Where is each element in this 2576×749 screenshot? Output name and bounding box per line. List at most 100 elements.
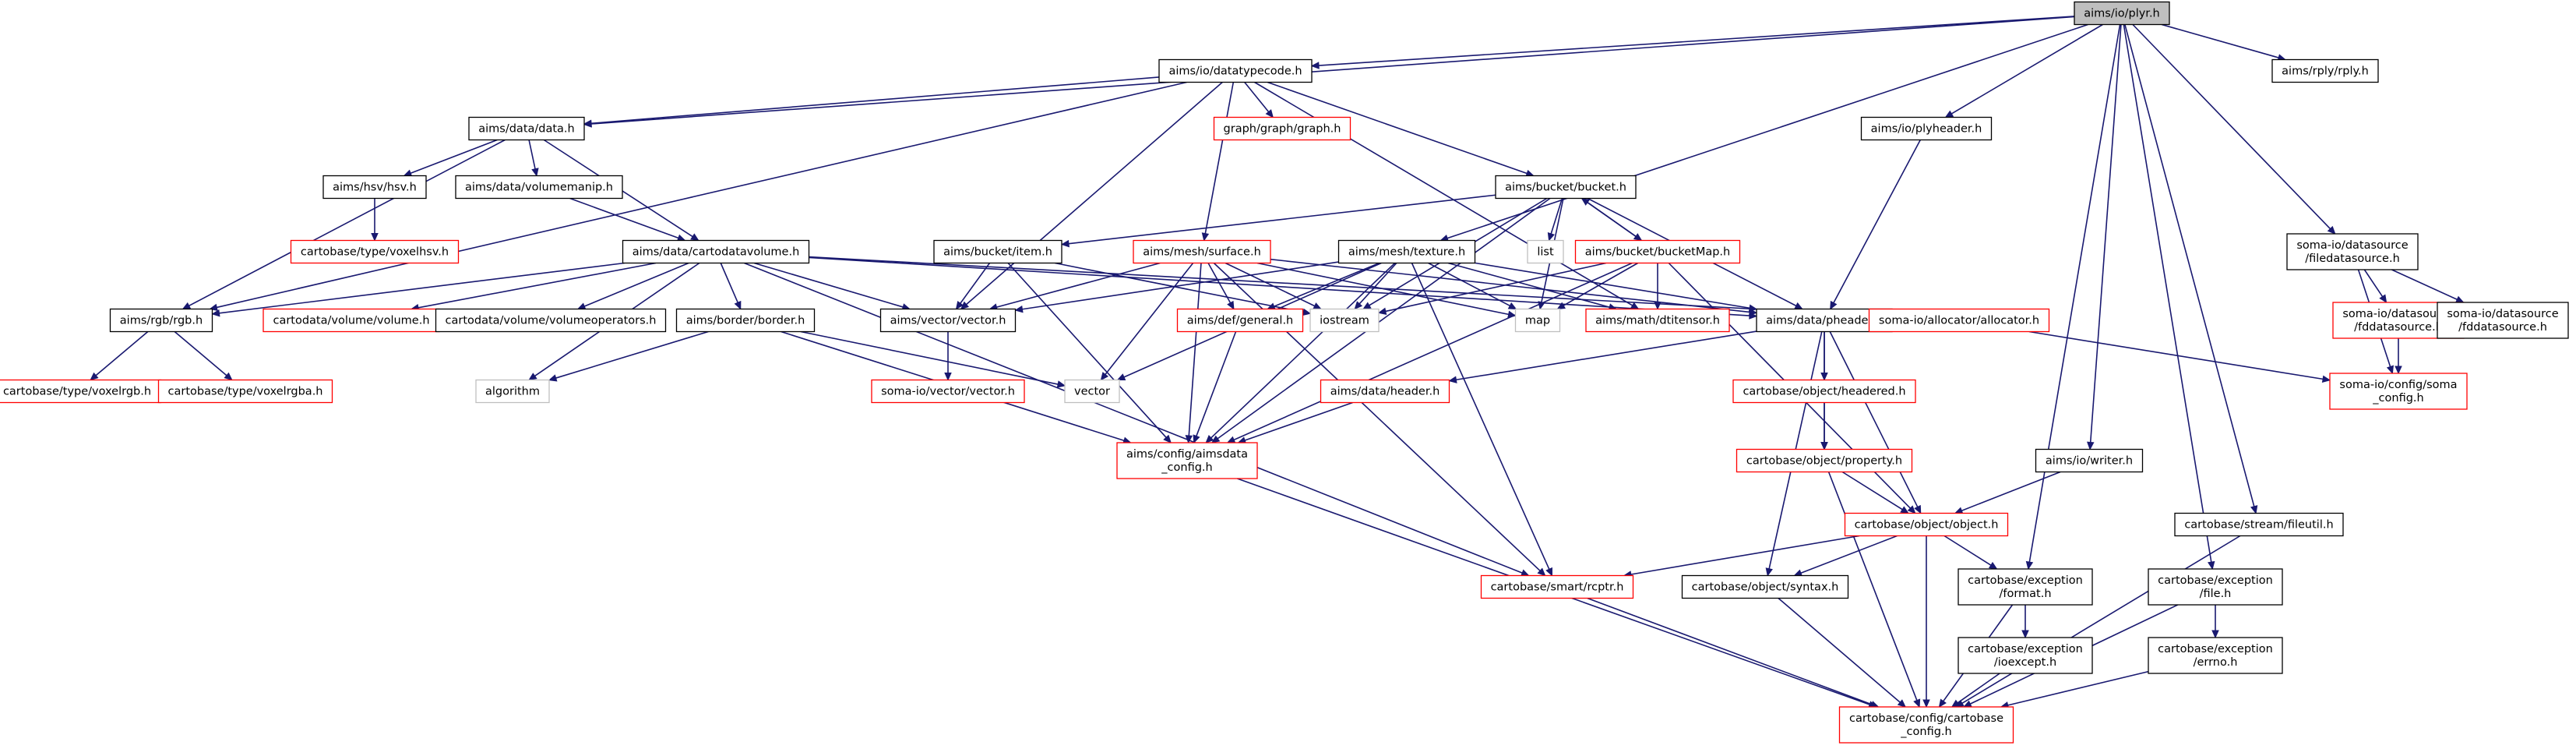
edge-arrowhead (1537, 567, 1546, 577)
edge-line (1068, 194, 1496, 245)
edge-line (1204, 82, 1235, 234)
node-headered[interactable]: cartobase/object/headered.h (1732, 379, 1916, 404)
node-rgb[interactable]: aims/rgb/rgb.h (109, 308, 213, 333)
node-label: /format.h (1999, 588, 2051, 600)
node-graph[interactable]: graph/graph/graph.h (1213, 116, 1351, 141)
node-border[interactable]: aims/border/border.h (675, 308, 816, 333)
node-box (2286, 233, 2419, 270)
node-label: cartodata/volume/volumeoperators.h (446, 315, 657, 327)
node-hsv[interactable]: aims/hsv/hsv.h (322, 175, 427, 200)
edge-arrowhead (2327, 225, 2336, 235)
edge-arrowhead (1302, 308, 1312, 316)
node-fdds-black[interactable]: soma-io/datasource/fddatasource.h (2437, 302, 2569, 339)
edge-line (1778, 597, 1901, 703)
node-datatypecode[interactable]: aims/io/datatypecode.h (1158, 58, 1313, 83)
node-cartobaseconfig[interactable]: cartobase/config/cartobase_config.h (1838, 706, 2014, 744)
node-somaconfig[interactable]: soma-io/config/soma_config.h (2329, 373, 2468, 410)
node-box (1838, 706, 2014, 744)
node-general[interactable]: aims/def/general.h (1176, 308, 1304, 333)
node-volumemanip[interactable]: aims/data/volumemanip.h (455, 175, 623, 200)
node-object[interactable]: cartobase/object/object.h (1844, 512, 2009, 537)
node-syntax[interactable]: cartobase/object/syntax.h (1681, 574, 1849, 599)
node-allocator[interactable]: soma-io/allocator/allocator.h (1868, 308, 2050, 333)
edge-arrowhead (2086, 441, 2095, 450)
node-bucket[interactable]: aims/bucket/bucket.h (1495, 175, 1637, 200)
node-cartodatavolume[interactable]: aims/data/cartodatavolume.h (622, 239, 810, 264)
node-label: graph/graph/graph.h (1224, 123, 1341, 136)
node-dtitensor[interactable]: aims/math/dtitensor.h (1585, 308, 1730, 333)
node-box (263, 308, 440, 333)
node-property[interactable]: cartobase/object/property.h (1736, 448, 1913, 473)
node-somavector[interactable]: soma-io/vector/vector.h (871, 379, 1025, 404)
node-root[interactable]: aims/io/plyr.h (2074, 1, 2170, 26)
edge-line (1587, 597, 1873, 705)
node-surface[interactable]: aims/mesh/surface.h (1133, 239, 1271, 264)
node-ioexcept[interactable]: cartobase/exception/ioexcept.h (1958, 637, 2093, 674)
node-plyheader[interactable]: aims/io/plyheader.h (1860, 116, 1993, 141)
edge-line (590, 16, 2075, 125)
node-vectorh[interactable]: aims/vector/vector.h (879, 308, 1017, 333)
edge-arrowhead (1765, 567, 1773, 577)
node-box (1158, 58, 1313, 83)
node-format[interactable]: cartobase/exception/format.h (1958, 568, 2093, 606)
node-label: cartobase/object/syntax.h (1692, 581, 1839, 594)
edge-allocator-to-somaconfig (2028, 330, 2331, 383)
edge-item-to-iostream (1055, 262, 1312, 316)
node-errno[interactable]: cartobase/exception/errno.h (2148, 637, 2283, 674)
edge-cartodatavolume-to-rcptr (744, 262, 1530, 577)
node-aimsdataconfig[interactable]: aims/config/aimsdata_config.h (1116, 442, 1258, 479)
edge-arrowhead (1520, 569, 1530, 577)
edge-line (1833, 140, 1921, 303)
node-box (1320, 379, 1450, 404)
node-voxelrgb[interactable]: cartobase/type/voxelrgb.h (0, 379, 162, 404)
edge-arrowhead (90, 372, 99, 381)
node-iostream[interactable]: iostream (1309, 308, 1380, 333)
node-map[interactable]: map (1514, 308, 1561, 333)
node-bucketmap[interactable]: aims/bucket/bucketMap.h (1574, 239, 1741, 264)
edge-arrowhead (2395, 366, 2402, 375)
edge-texture-to-map (1428, 262, 1517, 310)
node-voxelhsv[interactable]: cartobase/type/voxelhsv.h (290, 239, 460, 264)
edge-pheader-to-object (1829, 331, 1922, 514)
edge-fileutil-to-cartobaseconfig (1955, 535, 2241, 708)
edge-line (2007, 670, 2149, 706)
node-box (109, 308, 213, 333)
node-texture[interactable]: aims/mesh/texture.h (1337, 239, 1476, 264)
node-label: aims/mesh/surface.h (1143, 246, 1261, 259)
node-label: cartobase/type/voxelrgba.h (168, 386, 323, 398)
edge-line (1587, 202, 1642, 242)
edge-line (1244, 81, 1270, 113)
edge-hsv-to-voxelhsv (371, 198, 379, 242)
node-rcptr[interactable]: cartobase/smart/rcptr.h (1480, 574, 1634, 599)
edge-arrowhead (1193, 434, 1200, 444)
node-filedatasource[interactable]: soma-io/datasource/filedatasource.h (2286, 233, 2419, 270)
edge-arrowhead (2454, 295, 2465, 303)
edge-line (1428, 262, 1510, 307)
node-label: aims/data/data.h (478, 123, 574, 136)
node-voxelrgba[interactable]: cartobase/type/voxelrgba.h (157, 379, 333, 404)
edge-line (1318, 16, 2075, 66)
node-volume[interactable]: cartodata/volume/volume.h (263, 308, 440, 333)
node-vector[interactable]: vector (1064, 379, 1120, 404)
node-writer[interactable]: aims/io/writer.h (2035, 448, 2144, 473)
node-algorithm[interactable]: algorithm (475, 379, 550, 404)
edge-line (95, 330, 149, 376)
edge-bucket-to-list (1547, 198, 1563, 242)
edge-surface-to-vector (1100, 263, 1194, 381)
edge-arrowhead (1448, 376, 1457, 383)
node-rplyh[interactable]: aims/rply/rply.h (2271, 58, 2379, 83)
edge-arrowhead (1163, 434, 1172, 443)
edge-line (1055, 262, 1304, 313)
node-volumeoperators[interactable]: cartodata/volume/volumeoperators.h (435, 308, 667, 333)
node-fileutil[interactable]: cartobase/stream/fileutil.h (2174, 512, 2344, 537)
edge-arrowhead (1507, 302, 1517, 310)
node-data[interactable]: aims/data/data.h (468, 116, 585, 141)
edge-rgb-to-voxelrgb (90, 330, 149, 381)
node-header[interactable]: aims/data/header.h (1320, 379, 1450, 404)
node-file[interactable]: cartobase/exception/file.h (2148, 568, 2283, 606)
node-item[interactable]: aims/bucket/item.h (933, 239, 1062, 264)
node-list[interactable]: list (1527, 239, 1564, 264)
node-label: aims/border/border.h (686, 315, 805, 327)
